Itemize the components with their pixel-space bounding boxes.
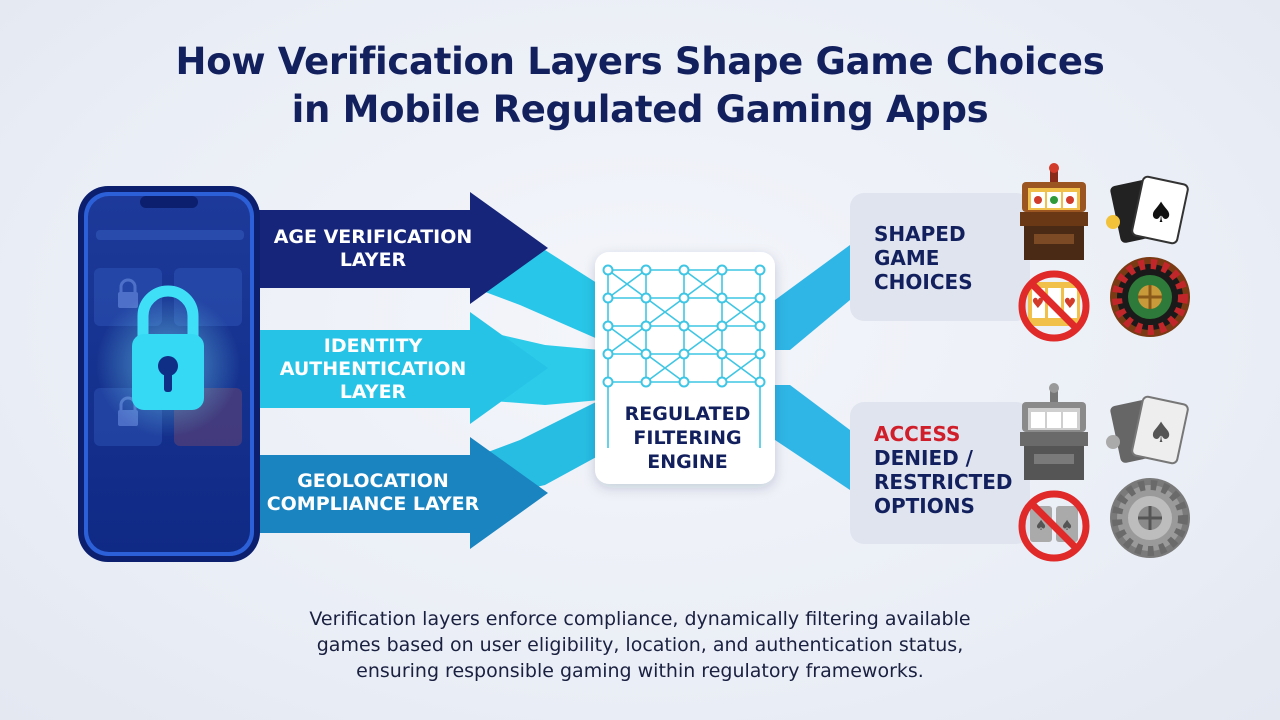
age-verification-arrow [258, 192, 548, 304]
shaped-line-1: SHAPED [874, 222, 966, 246]
network-node [640, 292, 652, 304]
svg-text:♥: ♥ [1064, 296, 1077, 312]
access-highlight: ACCESS [874, 422, 961, 446]
engine-card [595, 252, 775, 484]
output-beams [775, 245, 850, 490]
caption: Verification layers enforce compliance, … [0, 606, 1280, 684]
denied-line-2: RESTRICTED [874, 470, 1013, 494]
network-node [640, 376, 652, 388]
caption-line-3: ensuring responsible gaming within regul… [356, 660, 924, 682]
age-label-line-2: LAYER [339, 249, 407, 271]
network-node [754, 320, 766, 332]
title-line-1: How Verification Layers Shape Game Choic… [175, 40, 1105, 83]
engine-label: REGULATED FILTERING ENGINE [600, 402, 775, 474]
network-node [640, 348, 652, 360]
geolocation-compliance-arrow [258, 437, 548, 549]
network-node [602, 348, 614, 360]
identity-label-line-1: IDENTITY [323, 335, 423, 357]
network-node [602, 264, 614, 276]
blocked-slot-icon: ♥ ♥ [1018, 270, 1090, 342]
caption-line-2: games based on user eligibility, locatio… [316, 634, 964, 656]
network-node [640, 264, 652, 276]
denied-line-3: OPTIONS [874, 494, 975, 518]
network-node [716, 320, 728, 332]
network-node [754, 348, 766, 360]
network-node [602, 320, 614, 332]
identity-authentication-arrow [258, 312, 548, 424]
network-node [716, 292, 728, 304]
shaped-line-3: CHOICES [874, 270, 973, 294]
network-node [754, 376, 766, 388]
network-node [678, 292, 690, 304]
slot-machine-icon [1020, 163, 1088, 260]
shaped-line-2: GAME [874, 246, 940, 270]
network-node [678, 376, 690, 388]
shaped-panel [850, 193, 1030, 321]
geolocation-compliance-label: GEOLOCATION COMPLIANCE LAYER [258, 470, 488, 516]
identity-label-line-3: LAYER [339, 381, 407, 403]
engine-line-1: REGULATED [624, 403, 751, 425]
network-node [754, 292, 766, 304]
network-node [716, 348, 728, 360]
network-node [602, 376, 614, 388]
page-title: How Verification Layers Shape Game Choic… [0, 38, 1280, 134]
network-node [640, 320, 652, 332]
geo-label-line-1: GEOLOCATION [297, 470, 449, 492]
network-node [678, 348, 690, 360]
identity-authentication-label: IDENTITY AUTHENTICATION LAYER [258, 335, 488, 404]
age-label-line-1: AGE VERIFICATION [273, 226, 473, 248]
svg-text:♥: ♥ [1032, 296, 1045, 312]
shaped-choices-label: SHAPED GAME CHOICES [874, 222, 973, 294]
svg-text:♠: ♠ [1061, 518, 1074, 534]
playing-cards-grey-icon: ♠ [1106, 395, 1189, 465]
lock-icon [132, 285, 204, 410]
network-node [678, 264, 690, 276]
roulette-wheel-icon [1110, 257, 1190, 337]
denied-panel [850, 402, 1030, 544]
network-node [754, 264, 766, 276]
access-denied-label: ACCESS DENIED / RESTRICTED OPTIONS [874, 422, 1013, 518]
engine-line-3: ENGINE [647, 451, 728, 473]
roulette-wheel-grey-icon [1110, 478, 1190, 558]
network-node [678, 320, 690, 332]
network-graph-icon [602, 264, 766, 448]
svg-text:♠: ♠ [1148, 416, 1173, 449]
engine-line-2: FILTERING [633, 427, 742, 449]
network-node [602, 292, 614, 304]
geo-label-line-2: COMPLIANCE LAYER [266, 493, 480, 515]
network-node [716, 264, 728, 276]
playing-cards-icon: ♠ [1106, 175, 1189, 245]
title-line-2: in Mobile Regulated Gaming Apps [291, 88, 989, 131]
blocked-cards-icon: ♠ ♠ [1018, 490, 1090, 562]
svg-text:♠: ♠ [1035, 518, 1048, 534]
identity-label-line-2: AUTHENTICATION [279, 358, 467, 380]
age-verification-label: AGE VERIFICATION LAYER [258, 226, 488, 272]
caption-line-1: Verification layers enforce compliance, … [309, 608, 971, 630]
slot-machine-grey-icon [1020, 383, 1088, 480]
svg-text:♠: ♠ [1148, 196, 1173, 229]
denied-line-1: DENIED / [874, 446, 973, 470]
network-node [716, 376, 728, 388]
